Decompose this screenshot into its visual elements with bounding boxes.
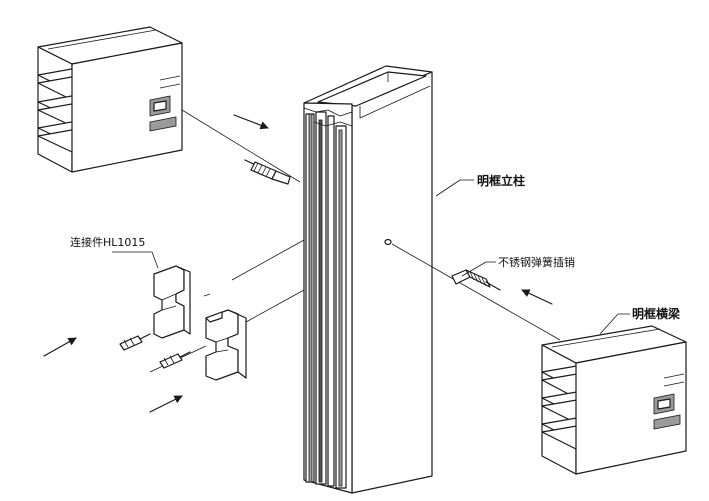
top-spring-pin: [244, 159, 291, 185]
mullion-label: 明框立柱: [477, 173, 525, 188]
transom-label: 明框横梁: [632, 306, 680, 321]
connector-guide-line-upper: [231, 239, 305, 281]
connector-bracket-front: [205, 309, 247, 381]
top-transom-guide-line: [181, 109, 301, 183]
right-guide-line: [391, 243, 561, 341]
mullion-column: [303, 65, 433, 494]
pin-label: 不锈钢弹簧插销: [498, 255, 575, 269]
bottom-right-transom-profile: [541, 325, 687, 475]
connector-bracket-back: [153, 265, 191, 339]
bottom-transom-end-section: [575, 341, 687, 475]
top-left-transom-profile: [37, 26, 183, 173]
pin-leader: [461, 261, 496, 277]
right-spring-pin: [451, 269, 501, 291]
mullion-channels: [303, 107, 353, 489]
transom-end-section: [71, 42, 183, 173]
connector-screw-lower: [159, 351, 191, 369]
connector-guide-line-lower: [245, 289, 305, 323]
mullion-leader: [435, 179, 474, 197]
connector-guide-dash: [203, 293, 211, 297]
connector-screw-upper: [119, 333, 151, 351]
left-direction-arrow: [43, 337, 77, 357]
bottom-direction-arrow: [149, 395, 183, 413]
connector-leader: [112, 251, 159, 269]
top-direction-arrow: [233, 114, 269, 130]
right-direction-arrow: [521, 289, 553, 305]
pin-hole: [384, 238, 392, 246]
connector-label: 连接件HL1015: [70, 236, 145, 249]
transom-leader: [599, 313, 630, 335]
